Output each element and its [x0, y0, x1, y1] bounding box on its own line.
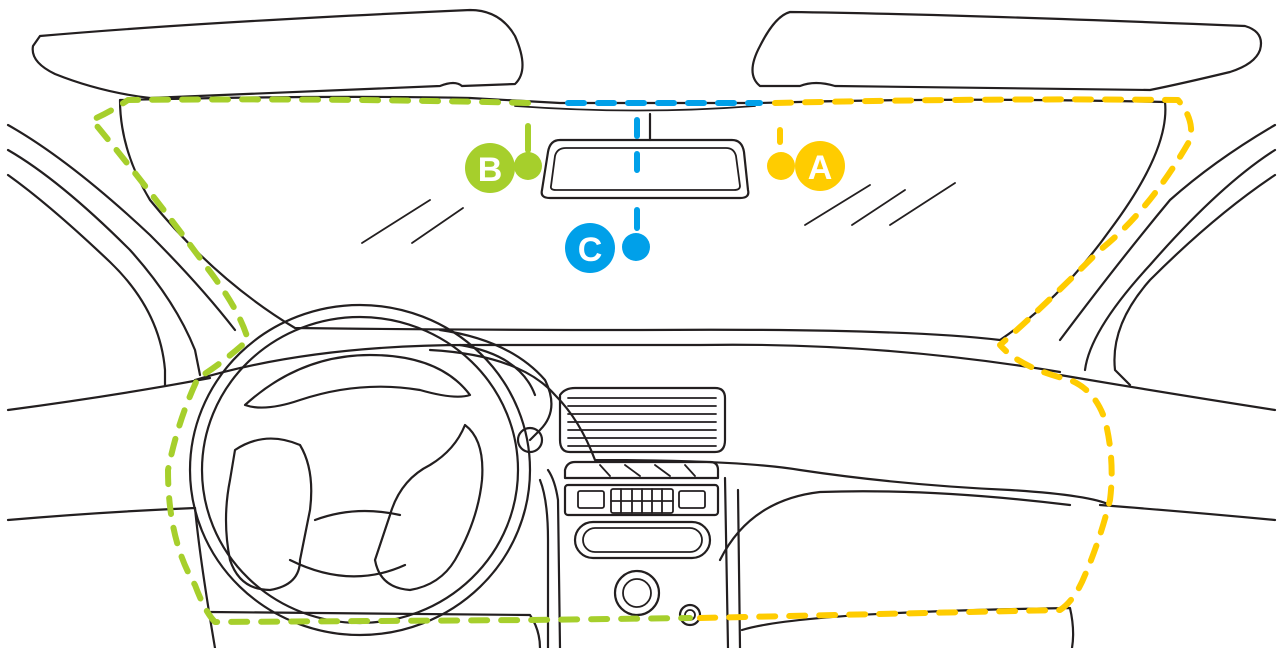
rear-view-mirror-inner	[549, 147, 741, 191]
marker-c-letter: C	[578, 231, 603, 269]
lower-left-dash	[208, 610, 542, 648]
marker-c-badge	[565, 223, 615, 273]
route-b-cable	[89, 96, 693, 625]
marker-b-badge	[465, 143, 515, 193]
right-door-top	[1058, 373, 1277, 412]
marker-a: A	[767, 141, 845, 191]
marker-c: C	[565, 223, 650, 273]
left-sun-visor	[31, 8, 524, 100]
left-door-bottom	[6, 506, 197, 522]
marker-a-letter: A	[808, 149, 833, 187]
dashboard-top	[193, 343, 1062, 382]
windshield-glare	[361, 182, 956, 244]
marker-b: B	[465, 143, 542, 193]
right-a-pillar-inner	[1083, 148, 1277, 372]
left-door-top	[6, 376, 212, 412]
marker-a-endpoint	[767, 152, 795, 180]
windshield-inner-top	[514, 105, 756, 112]
left-kick-panel	[193, 506, 217, 648]
route-a-cable	[697, 96, 1195, 621]
dashboard-lower-right	[718, 490, 1072, 562]
left-pillar-trim	[6, 173, 167, 387]
center-console	[538, 386, 742, 648]
right-a-pillar	[1058, 123, 1277, 342]
marker-b-endpoint	[514, 152, 542, 180]
right-door-bottom	[1098, 503, 1277, 522]
rear-view-mirror	[540, 138, 750, 200]
left-a-pillar	[6, 123, 237, 332]
windshield-frame	[118, 95, 1167, 342]
right-pillar-trim	[1113, 173, 1277, 387]
right-sun-visor	[751, 10, 1263, 92]
marker-b-letter: B	[478, 151, 503, 189]
marker-a-badge	[795, 141, 845, 191]
marker-c-endpoint	[622, 233, 650, 261]
left-a-pillar-inner	[6, 148, 202, 377]
steering-wheel	[188, 303, 553, 637]
